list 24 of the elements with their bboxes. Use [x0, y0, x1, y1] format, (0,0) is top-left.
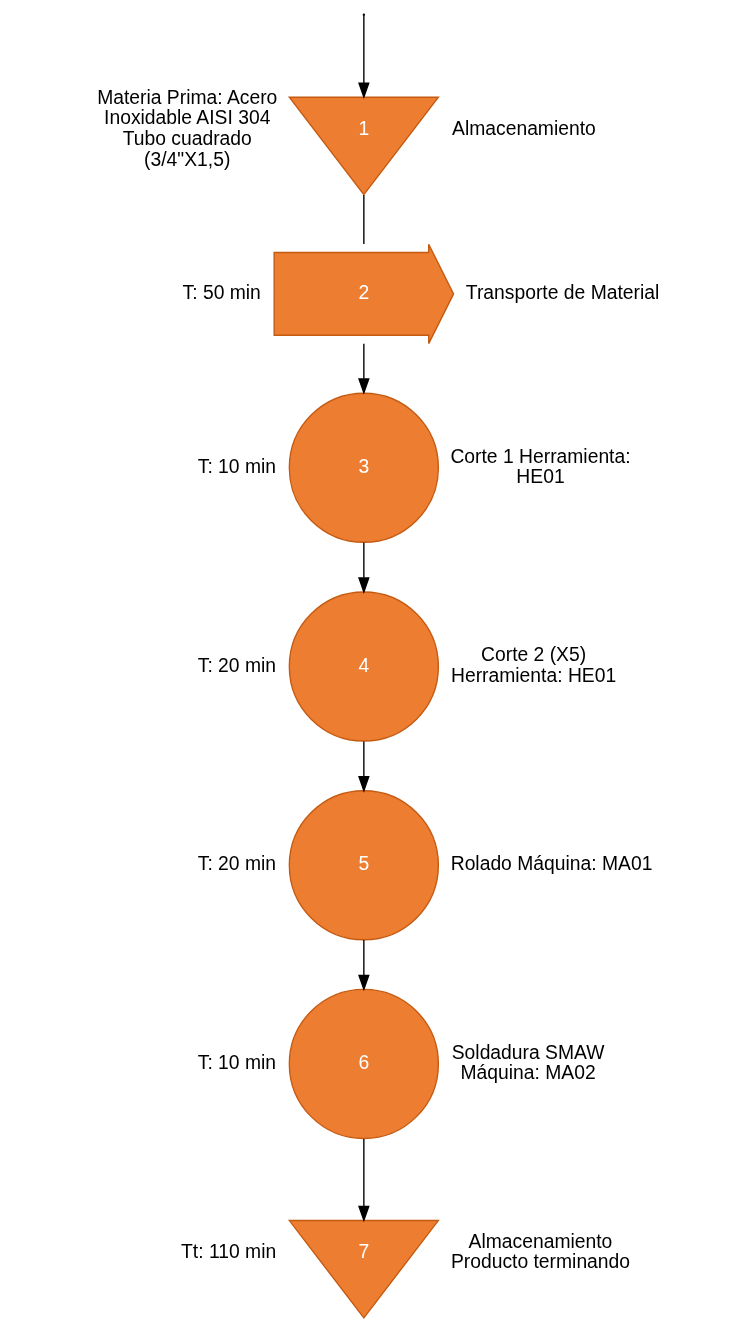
node-label: Materia Prima: Acero Inoxidable AISI 304 Tubo cuadrado (3/4"X1,5) [96, 86, 277, 170]
node-label: T: 20 min [197, 853, 276, 875]
node-label: Corte 1 Herramienta: HE01 [449, 445, 631, 488]
node-label: T: 20 min [197, 654, 276, 676]
node-circle: 5 [288, 790, 439, 941]
node-label: Rolado Máquina: MA01 [450, 853, 652, 875]
connector [362, 194, 365, 245]
node-label: Almacenamiento Producto terminando [450, 1230, 630, 1273]
node-label: Tt: 110 min [180, 1241, 276, 1263]
arrow [357, 343, 370, 395]
arrow [357, 542, 370, 594]
arrow [357, 939, 370, 992]
node-circle: 6 [288, 988, 439, 1140]
arrow [357, 1138, 370, 1223]
node-label: Almacenamiento [451, 117, 596, 139]
node-circle: 4 [288, 591, 439, 742]
node-label: T: 10 min [197, 1052, 276, 1074]
node-label: Soldadura SMAW Máquina: MA02 [451, 1041, 604, 1084]
node-label: Corte 2 (X5) Herramienta: HE01 [450, 644, 616, 686]
node-label: Transporte de Material [465, 282, 659, 304]
node-label: T: 50 min [182, 282, 261, 304]
node-circle: 3 [288, 392, 439, 543]
arrow [357, 740, 370, 793]
node-label: T: 10 min [197, 455, 276, 477]
